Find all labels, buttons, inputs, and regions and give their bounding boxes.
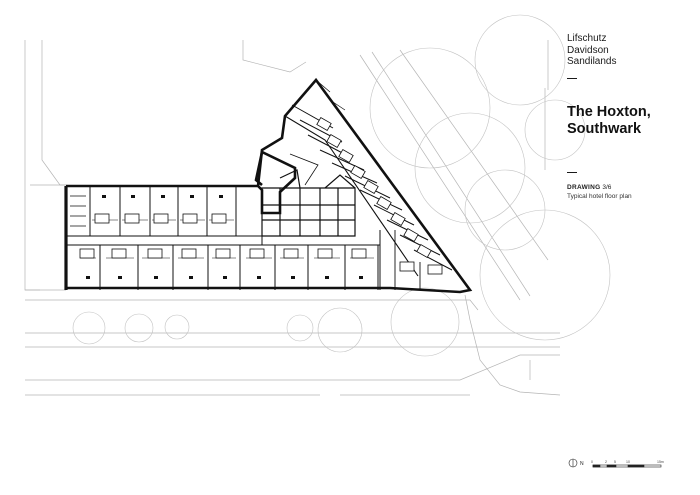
- building-outline: [64, 77, 473, 294]
- bathroom-pods: [79, 213, 367, 259]
- drawing-description: Typical hotel floor plan: [567, 193, 632, 200]
- project-title-line-1: The Hoxton,: [567, 104, 651, 120]
- scale-bar-icon: [592, 464, 662, 468]
- architect-name-line-1: Lifschutz: [567, 33, 607, 44]
- architect-name-line-2: Davidson: [567, 44, 609, 56]
- scale-tick-label: 2: [605, 460, 607, 464]
- west-wing-rooms: [66, 186, 380, 290]
- circulation-core: [261, 153, 381, 290]
- bed-symbols: [86, 195, 363, 279]
- project-title: The Hoxton, Southwark: [567, 104, 651, 138]
- north-label: N: [580, 461, 584, 467]
- scale-tick-label: 10: [626, 460, 630, 464]
- project-title-line-2: Southwark: [567, 121, 642, 137]
- separator-dash: [567, 172, 577, 173]
- architect-name: Lifschutz Davidson Sandilands: [567, 33, 616, 68]
- tree-canopies: [72, 14, 611, 357]
- site-context-lines: [24, 40, 561, 396]
- east-wing-bathroom-pods: [316, 116, 443, 275]
- separator-dash: [567, 78, 577, 79]
- drawing-number-label: DRAWING 3/6: [567, 184, 611, 191]
- architect-name-line-3: Sandilands: [567, 56, 617, 67]
- drawing-number: 3/6: [602, 184, 612, 191]
- scale-tick-label: 5: [614, 460, 616, 464]
- drawing-label-text: DRAWING: [567, 184, 601, 191]
- scale-tick-label: 0: [591, 460, 593, 464]
- scale-tick-label: 15m: [657, 460, 664, 464]
- compass-circle-icon: [568, 458, 578, 468]
